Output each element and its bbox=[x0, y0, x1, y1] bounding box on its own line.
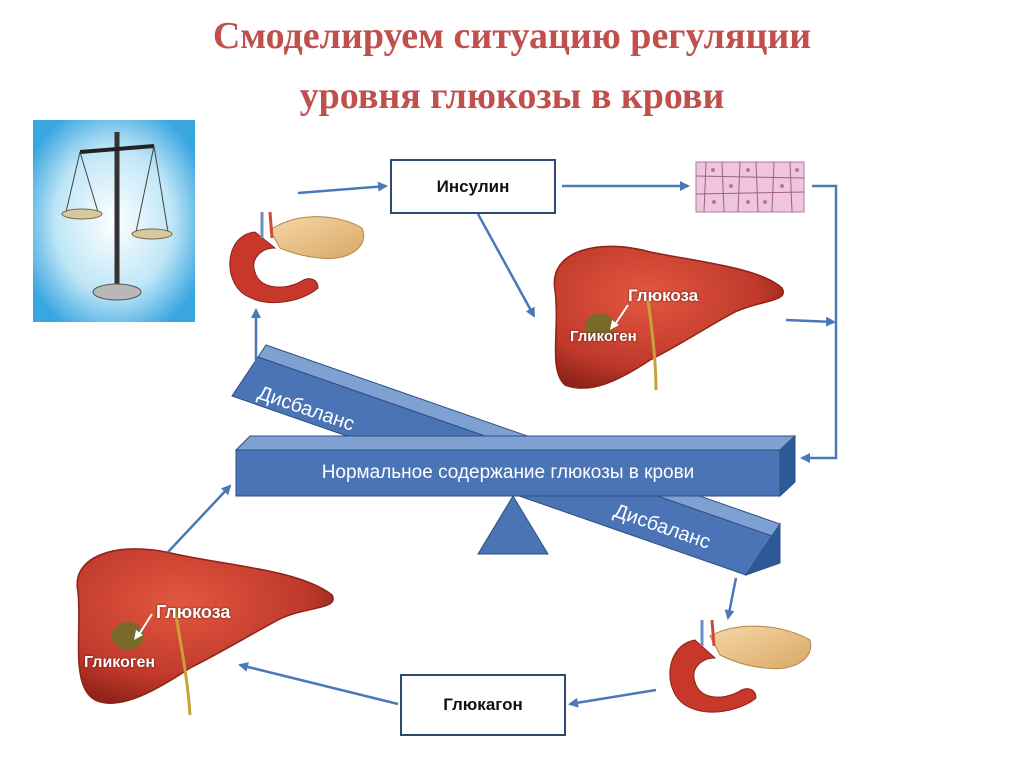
arrow-glucagon-to-liver bbox=[240, 665, 398, 704]
glucagon-box: Глюкагон bbox=[400, 674, 566, 736]
pancreas-icon-top bbox=[230, 212, 364, 303]
fulcrum bbox=[478, 496, 548, 554]
liver-icon-top bbox=[554, 246, 783, 390]
scales-icon bbox=[33, 120, 195, 322]
normal-level-label: Нормальное содержание глюкозы в крови bbox=[236, 462, 780, 484]
arrow-liver-to-right bbox=[786, 320, 834, 322]
glucose-label-top: Глюкоза bbox=[628, 286, 698, 306]
arrow-insulin-to-liver bbox=[478, 214, 534, 316]
arrow-imbalance-to-pancreas-bottom bbox=[728, 578, 736, 618]
arrow-pancreas-to-insulin bbox=[298, 186, 386, 193]
cell-tissue-icon bbox=[696, 162, 804, 212]
glycogen-label-top: Гликоген bbox=[570, 328, 637, 345]
liver-icon-bottom bbox=[77, 549, 333, 715]
insulin-box: Инсулин bbox=[390, 159, 556, 214]
arrow-pancreas-to-glucagon bbox=[570, 690, 656, 704]
glucose-label-bottom: Глюкоза bbox=[156, 602, 230, 623]
arrow-liver-to-normal bbox=[168, 486, 230, 552]
pancreas-icon-bottom bbox=[670, 620, 811, 712]
glycogen-label-bottom: Гликоген bbox=[84, 654, 155, 672]
